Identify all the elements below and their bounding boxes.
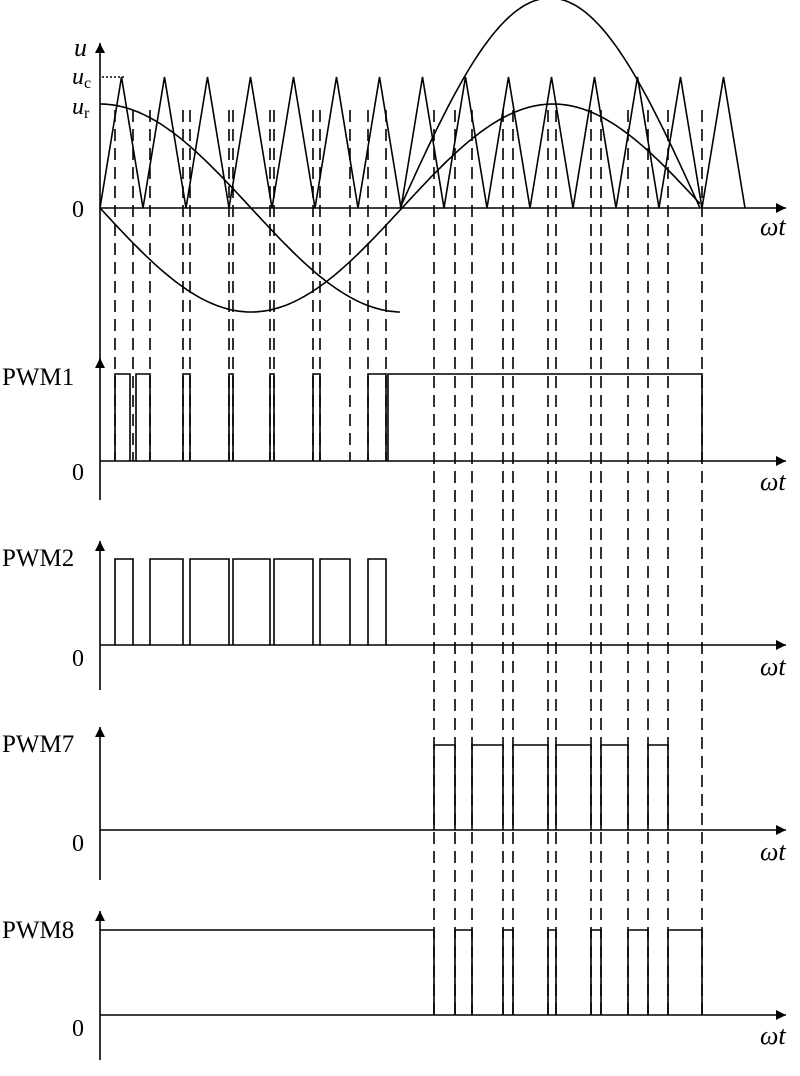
pwm-waveforms — [100, 373, 703, 1015]
reference-curve-amplified — [399, 0, 701, 209]
u-axis-label: u — [74, 33, 87, 62]
pwm8-zero-label: 0 — [72, 1016, 84, 1042]
pwm2-label: PWM2 — [2, 545, 74, 572]
carrier-reference-panel — [95, 0, 786, 360]
pwm2-zero-label: 0 — [72, 646, 84, 672]
pwm1-label: PWM1 — [2, 364, 74, 391]
top-zero-label: 0 — [72, 197, 84, 223]
pwm7-zero-label: 0 — [72, 831, 84, 857]
pwm8-waveform — [100, 929, 703, 1015]
dashed-guides — [114, 110, 703, 1015]
pwm7-omega-t-label: ωt — [760, 837, 786, 866]
pwm-axes — [95, 358, 786, 1060]
reference-curve-cos — [99, 103, 401, 313]
pwm2-waveform — [114, 558, 387, 645]
pwm1-zero-label: 0 — [72, 460, 84, 486]
uc-label: uc — [72, 64, 91, 92]
reference-curve-sin — [99, 103, 701, 313]
pwm7-label: PWM7 — [2, 731, 74, 758]
pwm8-omega-t-label: ωt — [760, 1021, 786, 1050]
pwm1-omega-t-label: ωt — [760, 467, 786, 496]
pwm7-waveform — [433, 744, 669, 830]
top-omega-t-label: ωt — [760, 212, 786, 241]
ur-label: ur — [72, 94, 90, 122]
labels: u uc ur 0 ωt PWM1 0 ωt PWM2 0 ωt PWM7 0 … — [2, 33, 786, 1050]
pwm2-omega-t-label: ωt — [760, 652, 786, 681]
pwm8-label: PWM8 — [2, 917, 74, 944]
pwm1-waveform — [114, 373, 703, 461]
triangular-carrier-wave — [99, 76, 746, 209]
